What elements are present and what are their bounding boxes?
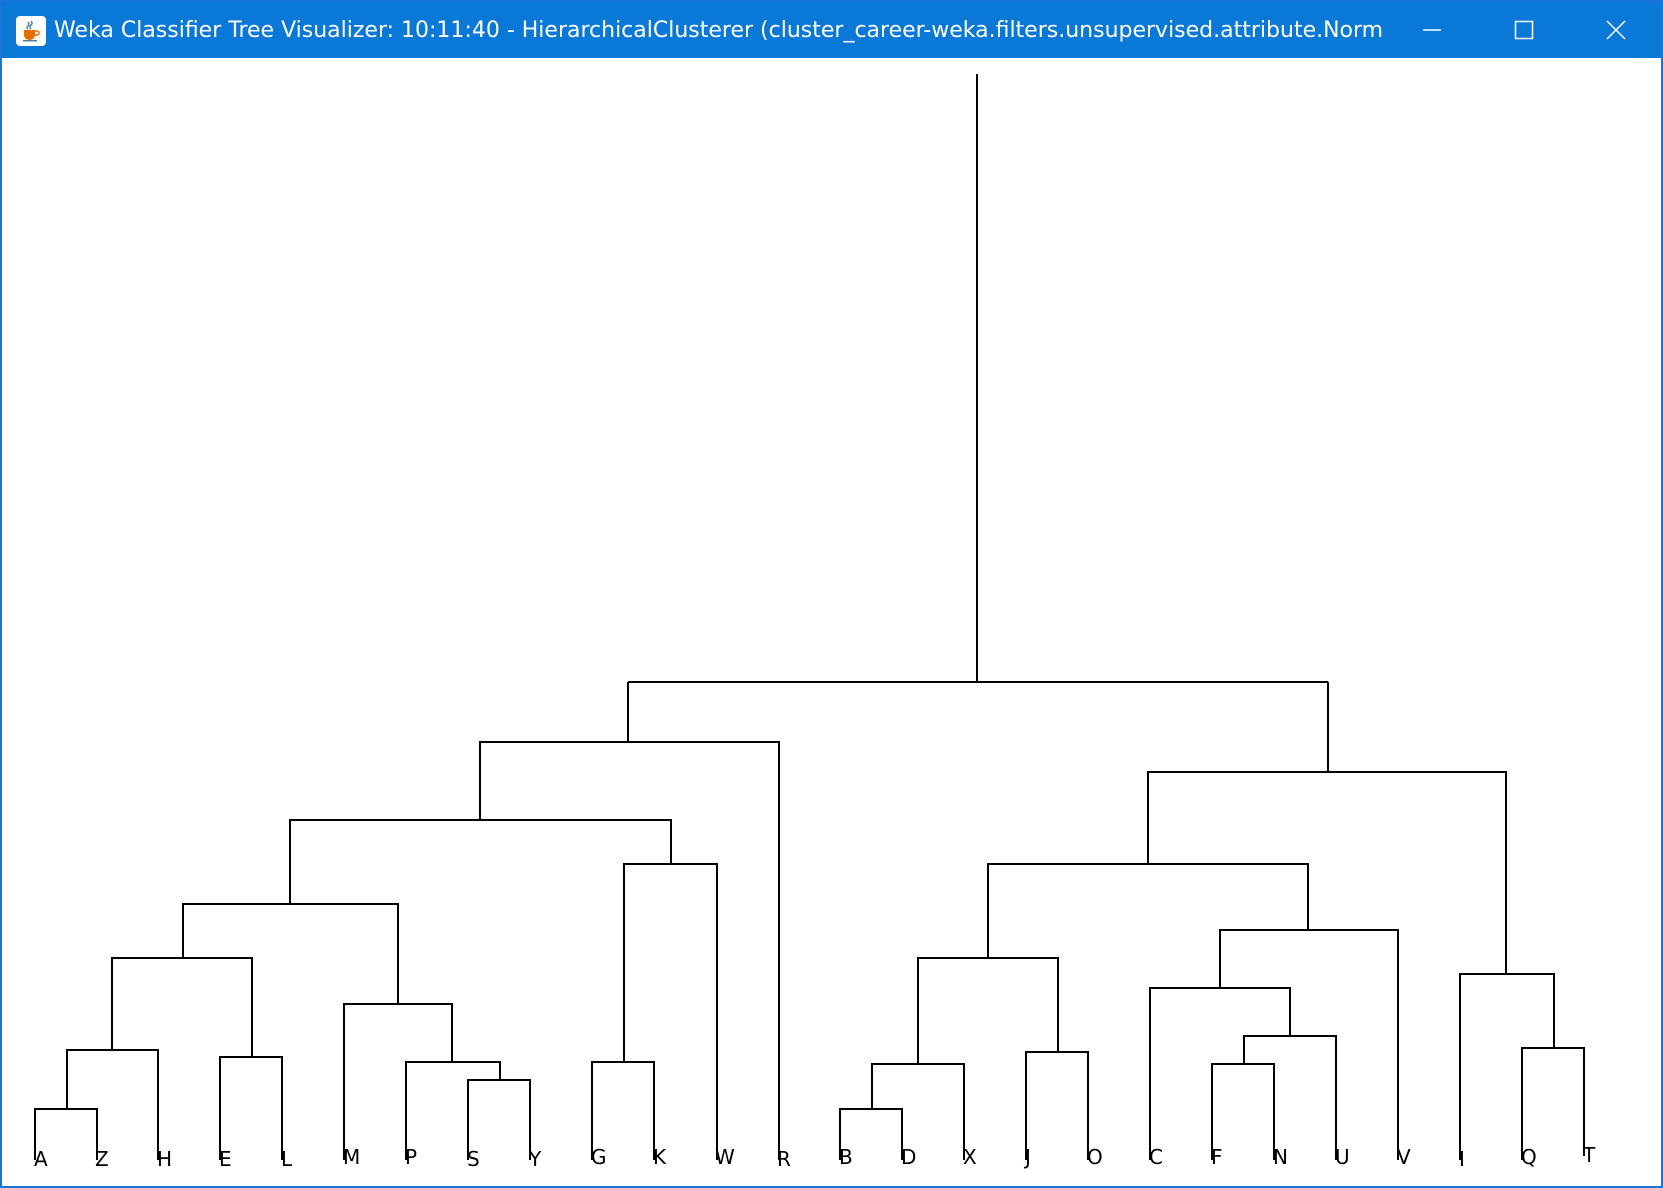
dendrogram-link: [66, 1049, 159, 1160]
dendrogram-link: [1025, 1051, 1089, 1160]
title-bar[interactable]: Weka Classifier Tree Visualizer: 10:11:4…: [2, 2, 1661, 58]
dendrogram-link: [917, 957, 1059, 1064]
leaf-label[interactable]: L: [281, 1147, 293, 1171]
leaf-label[interactable]: S: [467, 1147, 480, 1171]
dendrogram-link: [987, 863, 1309, 958]
dendrogram-link: [405, 1061, 501, 1160]
dendrogram-link: [467, 1079, 531, 1160]
minimize-icon: [1423, 29, 1441, 31]
dendrogram-links: [34, 74, 1585, 1160]
leaf-label[interactable]: T: [1582, 1143, 1596, 1167]
dendrogram-leaf-labels: A Z H E L M P S Y G K W R B D X J O C F: [34, 1143, 1596, 1171]
java-coffee-cup-icon: [16, 16, 46, 46]
dendrogram[interactable]: A Z H E L M P S Y G K W R B D X J O C F: [2, 58, 1661, 1186]
leaf-label[interactable]: X: [963, 1145, 977, 1169]
maximize-button[interactable]: [1478, 2, 1570, 58]
tree-canvas[interactable]: A Z H E L M P S Y G K W R B D X J O C F: [2, 58, 1661, 1186]
close-button[interactable]: [1570, 2, 1662, 58]
leaf-label[interactable]: N: [1273, 1145, 1288, 1169]
leaf-label[interactable]: A: [34, 1147, 48, 1171]
leaf-label[interactable]: V: [1397, 1145, 1411, 1169]
leaf-label[interactable]: F: [1211, 1145, 1223, 1169]
dendrogram-link: [591, 1061, 655, 1160]
dendrogram-link: [1149, 987, 1291, 1160]
leaf-label[interactable]: O: [1087, 1145, 1103, 1169]
dendrogram-link: [1459, 973, 1555, 1160]
dendrogram-link: [289, 819, 672, 904]
dendrogram-link: [1243, 1035, 1337, 1160]
dendrogram-link: [219, 1056, 283, 1160]
dendrogram-link: [1211, 1063, 1275, 1160]
leaf-label[interactable]: I: [1459, 1147, 1465, 1171]
leaf-label[interactable]: Y: [528, 1147, 542, 1171]
dendrogram-link: [839, 1108, 903, 1160]
leaf-label[interactable]: H: [157, 1147, 172, 1171]
leaf-label[interactable]: Q: [1521, 1145, 1537, 1169]
window-title: Weka Classifier Tree Visualizer: 10:11:4…: [54, 18, 1384, 43]
close-icon: [1606, 20, 1626, 40]
leaf-label[interactable]: G: [591, 1145, 607, 1169]
dendrogram-link: [1219, 929, 1399, 1160]
leaf-label[interactable]: R: [777, 1147, 791, 1171]
leaf-label[interactable]: J: [1023, 1145, 1031, 1169]
leaf-label[interactable]: M: [343, 1145, 360, 1169]
dendrogram-link: [182, 903, 399, 1004]
leaf-label[interactable]: K: [653, 1145, 667, 1169]
leaf-label[interactable]: C: [1149, 1145, 1163, 1169]
dendrogram-link: [623, 863, 718, 1160]
dendrogram-link: [479, 741, 780, 1160]
dendrogram-link: [871, 1063, 965, 1160]
dendrogram-link: [1147, 771, 1507, 974]
leaf-label[interactable]: Z: [95, 1147, 109, 1171]
leaf-label[interactable]: P: [405, 1145, 417, 1169]
leaf-label[interactable]: U: [1335, 1145, 1350, 1169]
dendrogram-link: [111, 957, 253, 1057]
dendrogram-link: [343, 1003, 453, 1160]
leaf-label[interactable]: B: [839, 1145, 853, 1169]
leaf-label[interactable]: D: [901, 1145, 916, 1169]
leaf-label[interactable]: W: [715, 1145, 735, 1169]
maximize-icon: [1514, 20, 1534, 40]
dendrogram-link: [1521, 1047, 1585, 1160]
dendrogram-link: [34, 1108, 98, 1160]
minimize-button[interactable]: [1386, 2, 1478, 58]
leaf-label[interactable]: E: [219, 1147, 232, 1171]
